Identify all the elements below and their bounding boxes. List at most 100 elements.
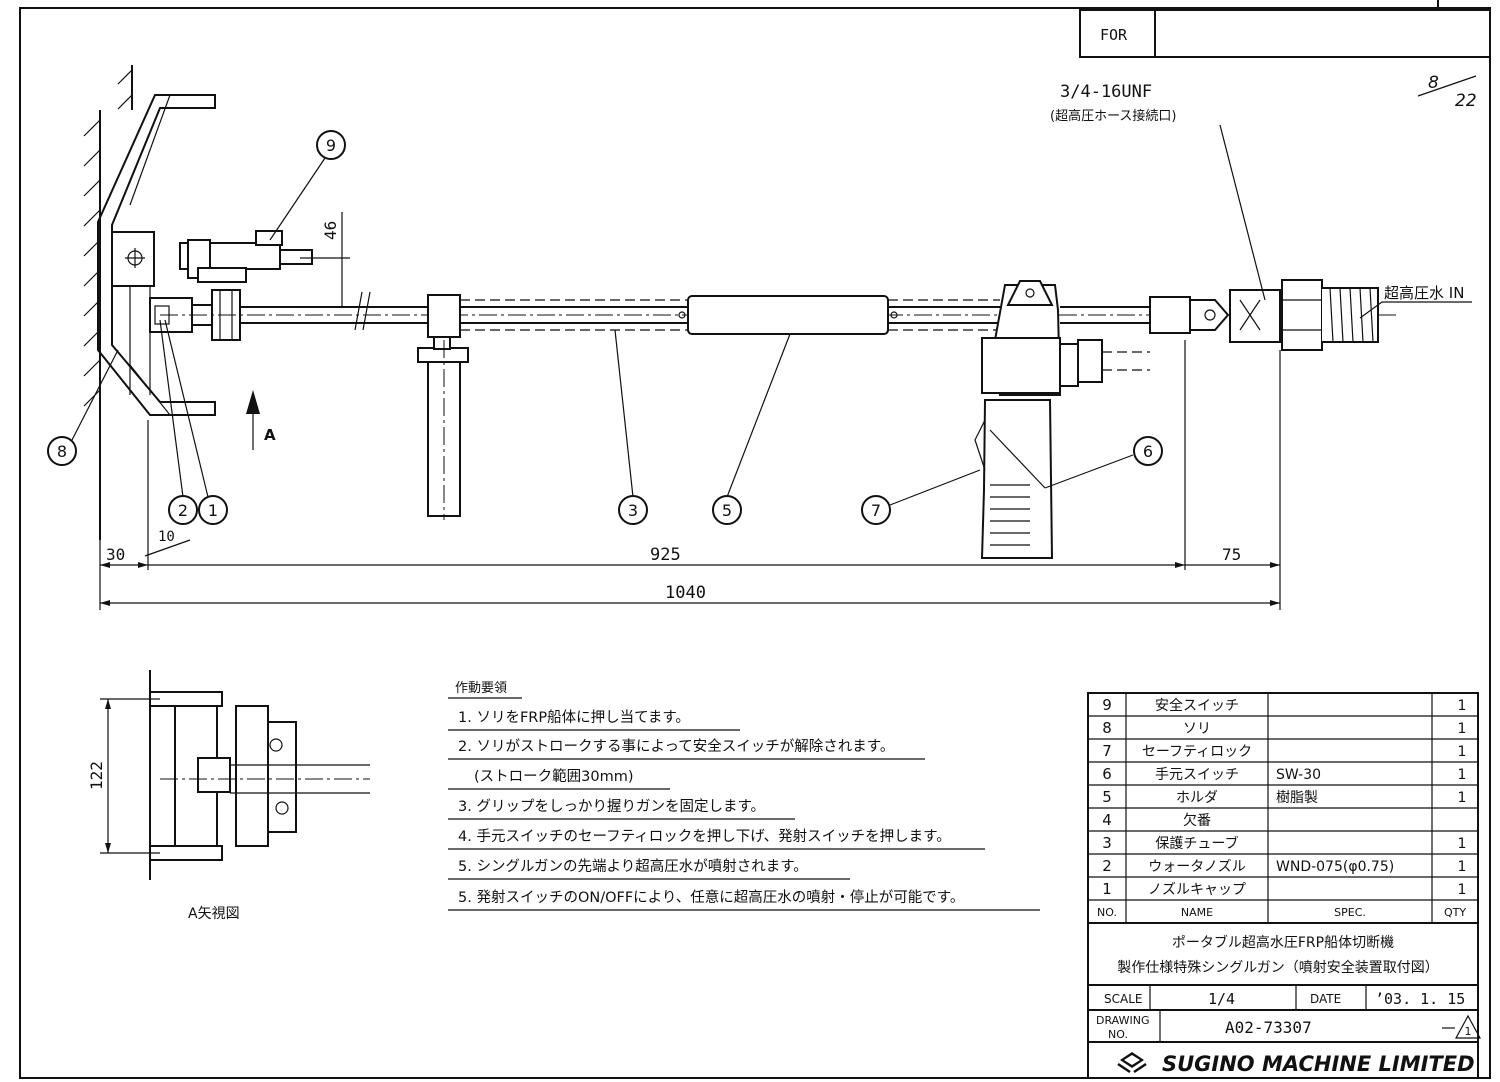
title-block: ポータブル超高水圧FRP船体切断機 製作仕様特殊シングルガン（噴射安全装置取付図… bbox=[1087, 922, 1482, 1079]
procedure-step: 1. ソリをFRP船体に押し当てます。 bbox=[458, 709, 690, 726]
gun-body bbox=[974, 280, 1150, 559]
procedure-step: 5. 発射スイッチのON/OFFにより、任意に超高圧水の噴射・停止が可能です。 bbox=[458, 888, 964, 906]
svg-text:30: 30 bbox=[106, 545, 125, 564]
side-grip bbox=[417, 294, 469, 520]
svg-text:7: 7 bbox=[871, 501, 881, 520]
svg-text:10: 10 bbox=[158, 529, 175, 545]
part-name: 手元スイッチ bbox=[1155, 767, 1239, 783]
hose-label: (超高圧ホース接続口) bbox=[1050, 108, 1177, 124]
part-name: ウォータノズル bbox=[1148, 859, 1246, 875]
balloon-8: 8 bbox=[47, 436, 77, 466]
part-no: 5 bbox=[1102, 788, 1112, 806]
part-name: ホルダ bbox=[1176, 790, 1218, 806]
thread-label: 3/4-16UNF bbox=[1060, 82, 1152, 102]
procedure-step: 2. ソリがストロークする事によって安全スイッチが解除されます。 bbox=[458, 737, 894, 755]
part-no: 9 bbox=[1102, 696, 1112, 714]
svg-text:NO.: NO. bbox=[1108, 1028, 1128, 1041]
company-logo-icon bbox=[1117, 1052, 1147, 1074]
svg-text:8: 8 bbox=[57, 442, 67, 461]
svg-text:9: 9 bbox=[326, 136, 336, 155]
part-qty: 1 bbox=[1458, 744, 1467, 760]
sheet-border bbox=[19, 7, 1491, 1079]
balloon-2: 2 bbox=[168, 495, 198, 525]
balloons: 9 8 2 1 3 5 7 6 bbox=[47, 130, 1163, 525]
dim-46: 46 bbox=[300, 212, 350, 308]
part-qty: 1 bbox=[1458, 790, 1467, 806]
procedure-step: 5. シングルガンの先端より超高圧水が噴射されます。 bbox=[458, 858, 808, 875]
part-no: 8 bbox=[1102, 719, 1112, 737]
date-label: DATE bbox=[1310, 992, 1341, 1006]
balloon-3: 3 bbox=[618, 495, 648, 525]
title-line-2: 製作仕様特殊シングルガン（噴射安全装置取付図） bbox=[1117, 959, 1439, 976]
part-name: ソリ bbox=[1183, 721, 1211, 737]
procedure-step: 4. 手元スイッチのセーフティロックを押し下げ、発射スイッチを押します。 bbox=[458, 828, 951, 845]
scale-label: SCALE bbox=[1104, 992, 1142, 1006]
safety-switch bbox=[179, 230, 313, 283]
svg-text:1: 1 bbox=[208, 501, 218, 520]
header-no: NO. bbox=[1097, 906, 1117, 919]
part-qty: 1 bbox=[1458, 836, 1467, 852]
header-name: NAME bbox=[1181, 906, 1213, 919]
holder bbox=[678, 295, 898, 335]
part-no: 4 bbox=[1102, 811, 1112, 829]
balloon-9: 9 bbox=[316, 130, 346, 160]
title-line-1: ポータブル超高水圧FRP船体切断機 bbox=[1172, 934, 1394, 951]
part-no: 1 bbox=[1102, 880, 1112, 898]
svg-text:46: 46 bbox=[321, 221, 340, 240]
part-name: 欠番 bbox=[1183, 813, 1211, 829]
part-qty: 1 bbox=[1458, 767, 1467, 783]
part-spec: WND-075(φ0.75) bbox=[1276, 859, 1394, 875]
svg-text:2: 2 bbox=[178, 501, 188, 520]
svg-text:DRAWING: DRAWING bbox=[1096, 1014, 1149, 1027]
balloon-5: 5 bbox=[712, 495, 742, 525]
part-spec: 樹脂製 bbox=[1276, 790, 1318, 806]
svg-text:75: 75 bbox=[1222, 545, 1241, 564]
balloon-7: 7 bbox=[861, 495, 891, 525]
part-name: セーフティロック bbox=[1142, 744, 1252, 760]
sheet-number: 8 22 bbox=[1417, 73, 1477, 111]
svg-text:3: 3 bbox=[628, 501, 638, 520]
revision-mark: 1 bbox=[1465, 1025, 1472, 1038]
svg-text:5: 5 bbox=[722, 501, 732, 520]
svg-text:925: 925 bbox=[650, 545, 681, 565]
balloon-1: 1 bbox=[198, 495, 228, 525]
part-spec: SW-30 bbox=[1276, 767, 1321, 783]
leader-lines bbox=[71, 157, 1134, 506]
header-spec: SPEC. bbox=[1334, 906, 1366, 919]
hose-fittings bbox=[1149, 279, 1379, 351]
parts-table: 9 安全スイッチ 1 8 ソリ 1 7 セーフティロック 1 6 手元スイッチ SW-30 1 5 ホルダ 樹… bbox=[1087, 692, 1479, 924]
drawing-number: A02-73307 bbox=[1225, 1018, 1312, 1037]
part-no: 3 bbox=[1102, 834, 1112, 852]
part-name: 安全スイッチ bbox=[1155, 697, 1239, 714]
company-name: SUGINO MACHINE LIMITED bbox=[1162, 1052, 1475, 1076]
svg-text:A: A bbox=[264, 426, 276, 444]
svg-text:8: 8 bbox=[1428, 73, 1439, 93]
part-qty: 1 bbox=[1458, 859, 1467, 875]
scale-value: 1/4 bbox=[1208, 990, 1235, 1008]
part-qty: 1 bbox=[1458, 698, 1467, 714]
procedure-step: (ストローク範囲30mm) bbox=[474, 767, 634, 785]
procedure-heading: 作動要領 bbox=[455, 680, 507, 696]
for-label: FOR bbox=[1100, 26, 1128, 44]
part-name: 保護チューブ bbox=[1155, 835, 1238, 852]
part-no: 7 bbox=[1102, 742, 1112, 760]
view-arrow-a: A bbox=[246, 390, 276, 450]
view-a-title: A矢視図 bbox=[188, 906, 240, 922]
part-no: 2 bbox=[1102, 857, 1112, 875]
svg-text:122: 122 bbox=[87, 761, 106, 790]
svg-text:22: 22 bbox=[1455, 91, 1477, 111]
for-box: FOR bbox=[1079, 9, 1491, 58]
date-value: ’03. 1. 15 bbox=[1375, 990, 1465, 1008]
procedure-step: 3. グリップをしっかり握りガンを固定します。 bbox=[458, 798, 765, 815]
wall-hatch bbox=[83, 65, 133, 540]
part-qty: 1 bbox=[1458, 882, 1467, 898]
part-qty: 1 bbox=[1458, 721, 1467, 737]
procedure-notes: 作動要領 1. ソリをFRP船体に押し当てます。 2. ソリがストロークする事に… bbox=[448, 680, 1040, 911]
part-no: 6 bbox=[1102, 765, 1112, 783]
part-name: ノズルキャップ bbox=[1148, 882, 1246, 898]
header-qty: QTY bbox=[1444, 906, 1466, 919]
overall-dimensions: 30 10 925 75 1040 bbox=[99, 340, 1281, 610]
svg-text:1040: 1040 bbox=[665, 583, 706, 603]
view-a: 122 A矢視図 bbox=[87, 670, 370, 922]
